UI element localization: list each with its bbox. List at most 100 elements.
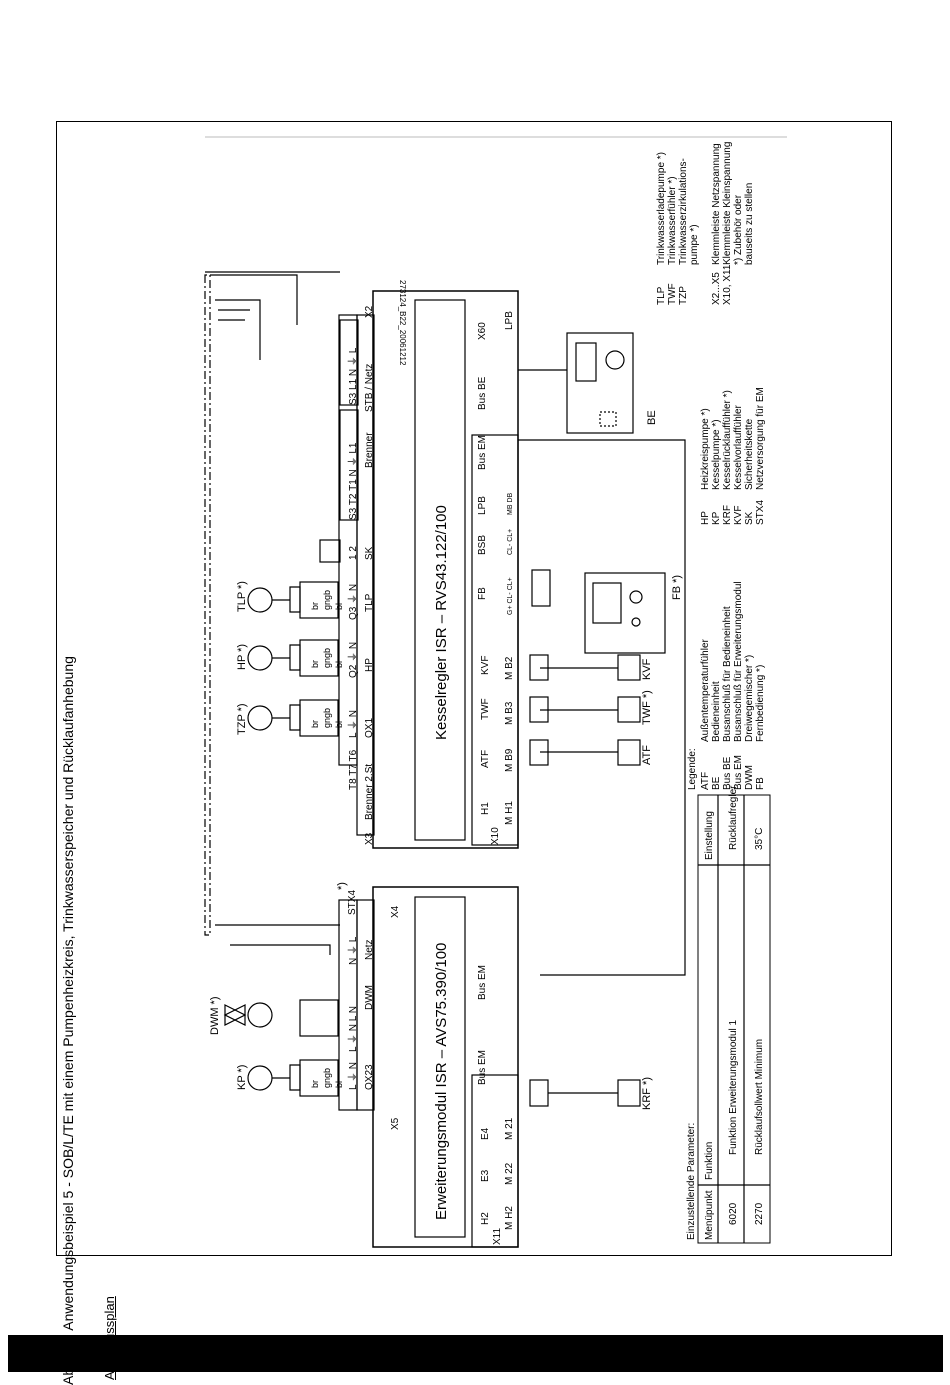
doc-code: 273124_B22_20061212 [398, 280, 407, 366]
legend-abbr-kvf: KVF [733, 506, 744, 525]
legend-col3-5-text: Klemmleiste Netzspannung [711, 143, 722, 265]
kessel-upper-h1: H1 [480, 802, 491, 815]
legend-text-kp: Kesselpumpe *) [711, 419, 722, 490]
legend-text-bus-em: Busanschluß für Erweiterungsmodul [733, 581, 744, 742]
wire-color-br: br [310, 1080, 320, 1088]
legend-col3-8-text: bauseits zu stellen [744, 183, 755, 265]
wire-color-bl: bl [334, 661, 344, 668]
kessel-title: Kesselregler ISR – RVS43.122/100 [433, 505, 450, 740]
kessel-upper-bus_be: Bus BE [477, 376, 488, 410]
device-label-stx4_star: *) [336, 882, 348, 890]
diagram-frame [56, 121, 892, 1256]
device-label-atf: ATF [641, 745, 653, 765]
legend-text-krf: Kesselrücklauffühler *) [722, 390, 733, 490]
device-label-kvf: KVF [641, 658, 653, 680]
kessel-upper-m_b9: M B9 [504, 748, 515, 772]
footer-bar [8, 1335, 943, 1372]
kessel-terminals-t1: T8 T7 T6 [348, 749, 359, 790]
device-label-be: BE [646, 410, 658, 425]
tlp-pump-icon [247, 587, 273, 613]
kessel-upper-twf: TWF [480, 698, 491, 720]
erw-label-x11: X11 [492, 1228, 503, 1245]
kessel-terminals-q2: Q2 ⏚ N [347, 642, 359, 678]
legend-abbr-hp: HP [700, 511, 711, 525]
erw-label-m22: M 22 [504, 1162, 515, 1185]
erw-label-e3: E3 [480, 1169, 491, 1182]
kp-pump-icon [247, 1065, 273, 1091]
legend-col3-2-text: Trinkwasserzirkulations- [678, 158, 689, 265]
erw-title: Erweiterungsmodul ISR – AVS75.390/100 [433, 943, 450, 1220]
erw-label-bus_em_a: Bus EM [477, 1050, 488, 1085]
dwm-valve-icon [223, 1004, 247, 1026]
kessel-upper-m_h1: M H1 [504, 801, 515, 825]
erw-label-h2: H2 [480, 1212, 491, 1225]
param-header-menupunkt: Menüpunkt [704, 1190, 715, 1240]
param-table-title: Einzustellende Parameter: [686, 1123, 697, 1240]
kessel-label-brenner: Brenner [364, 432, 375, 468]
param-row-1-einstellung: 35°C [754, 828, 765, 850]
legend-col3-3-text: pumpe *) [689, 224, 700, 265]
wire-color-br: br [310, 720, 320, 728]
device-label-tlp: TLP *) [236, 581, 248, 612]
legend-col3-0-text: Trinkwasserladepumpe *) [656, 152, 667, 265]
kessel-upper-m_b2: M B2 [504, 656, 515, 680]
param-row-1-funktion: Rücklaufsollwert Minimum [754, 1039, 765, 1155]
device-label-dwm: DWM *) [209, 997, 221, 1036]
wire-color-bl: bl [334, 603, 344, 610]
legend-text-dwm: Dreiwegemischer *) [744, 655, 755, 742]
erw-label-stx4: STX4 [347, 890, 358, 915]
device-label-kp: KP *) [236, 1065, 248, 1090]
erw-terminals-dwm: L ⏚ N L N [347, 1006, 359, 1052]
kessel-terminals-q3: Q3 ⏚ N [347, 584, 359, 620]
legend-text-be: Bedieneinheit [711, 681, 722, 742]
kessel-label-stbnetz: STB / Netz [364, 364, 375, 412]
kessel-upper-bsb: BSB [477, 535, 488, 555]
legend-abbr-dwm: DWM [744, 765, 755, 790]
kessel-upper-fb: FB [477, 587, 488, 600]
wire-color-gngb: gngb [322, 590, 332, 610]
kessel-label-sk: SK [364, 546, 375, 560]
legend-col3-7-text: *) Zubehör oder [733, 194, 744, 265]
hp-pump-icon [247, 645, 273, 671]
legend-abbr-fb: FB [755, 777, 766, 790]
kessel-label-x3: X3 [364, 832, 375, 845]
kessel-upper-lpb2: LPB [504, 311, 515, 330]
legend-abbr-be: BE [711, 776, 722, 790]
legend-col3-1-abbr: TWF [667, 283, 678, 305]
legend-abbr-kp: KP [711, 511, 722, 525]
kessel-terminals-stb: S3 L1 N ⏚ L [347, 347, 359, 405]
legend-title: Legende: [687, 748, 698, 790]
param-header-einstellung: Einstellung [704, 811, 715, 860]
kessel-upper-m_b3: M B3 [504, 701, 515, 725]
kessel-upper-fb_pins: G+ CL- CL+ [507, 577, 514, 615]
legend-col3-1-text: Trinkwasserfühler *) [667, 176, 678, 265]
param-row-0-menupunkt: 6020 [728, 1202, 739, 1225]
legend-text-sk: Sicherheitskette [744, 418, 755, 490]
legend-col3-0-abbr: TLP [656, 286, 667, 305]
legend-col3-2-abbr: TZP [678, 286, 689, 305]
kessel-upper-x10: X10 [490, 827, 501, 845]
erw-terminals-qx23: L ⏚ N [347, 1062, 359, 1090]
legend-text-bus-be: Busanschluß für Bedieneinheit [722, 606, 733, 742]
legend-abbr-stx4: STX4 [755, 500, 766, 525]
kessel-label-hp: HP [364, 658, 375, 672]
twf-sensor-icon [617, 696, 641, 723]
kessel-upper-atf: ATF [480, 750, 491, 768]
kessel-label-brenner2: Brenner 2.St [364, 764, 375, 820]
kessel-terminals-sk: 1 2 [348, 546, 359, 560]
kessel-upper-mbdb: MB DB [507, 493, 514, 516]
erw-label-netz: Netz [364, 939, 375, 960]
kessel-upper-bsb_pins: CL- CL+ [507, 529, 514, 555]
tzp-pump-icon [247, 705, 273, 731]
erw-label-e4: E4 [480, 1127, 491, 1140]
legend-abbr-atf: ATF [700, 772, 711, 790]
erw-label-dwm: DWM [364, 985, 375, 1010]
kessel-upper-kvf: KVF [480, 656, 491, 675]
erw-label-qx23: QX23 [364, 1064, 375, 1090]
device-label-hp: HP *) [236, 644, 248, 670]
legend-col3-6-text: Klemmleiste Kleinspannung [722, 142, 733, 265]
param-table [697, 794, 771, 1244]
erw-label-mh2: M H2 [504, 1206, 515, 1230]
kessel-title-box [414, 299, 466, 841]
